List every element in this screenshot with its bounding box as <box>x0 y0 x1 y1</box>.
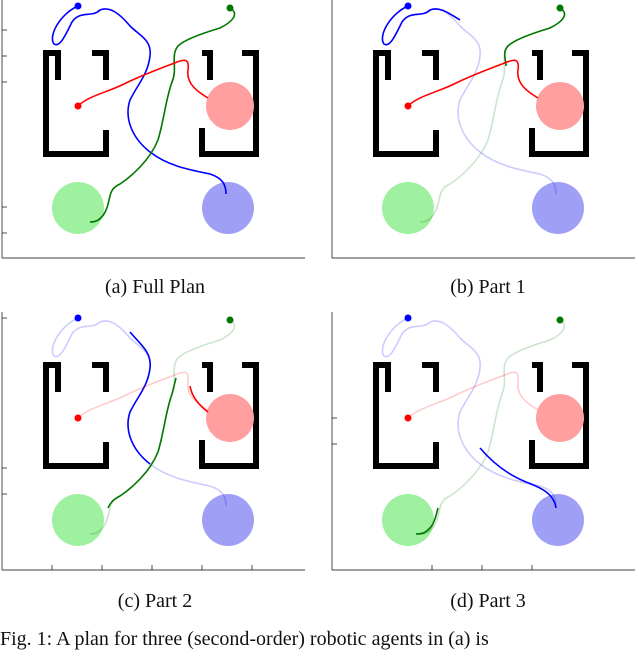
red-agent-path <box>407 59 539 107</box>
right-room-walls <box>199 362 259 469</box>
red-goal-region <box>206 394 254 442</box>
blue-agent-path-part <box>381 5 461 46</box>
full-plan-plot <box>1 0 305 259</box>
panel-part-2 <box>0 312 310 574</box>
left-room-walls <box>373 50 439 157</box>
red-agent-path-part <box>189 385 209 413</box>
red-agent-start <box>74 102 82 110</box>
left-room-walls <box>43 50 109 157</box>
green-goal-region <box>382 182 434 234</box>
blue-agent-start <box>74 2 82 10</box>
blue-agent-path-part <box>479 447 557 509</box>
left-room-walls <box>43 362 109 469</box>
red-agent-path <box>77 59 209 107</box>
blue-goal-region <box>532 182 584 234</box>
panel-part-3 <box>330 312 640 574</box>
green-goal-region <box>382 494 434 546</box>
right-room-walls <box>529 50 589 157</box>
blue-goal-region <box>532 494 584 546</box>
green-agent-start <box>226 4 234 12</box>
blue-goal-region <box>202 494 254 546</box>
panel-full-plan <box>0 0 310 262</box>
caption-c: (c) Part 2 <box>117 590 193 612</box>
caption-d: (d) Part 3 <box>450 590 526 612</box>
green-agent-path-part <box>107 377 177 509</box>
part-1-plot <box>331 0 635 259</box>
blue-agent-path-part <box>127 331 151 465</box>
axis-ticks <box>2 29 7 234</box>
blue-agent-path <box>51 5 227 195</box>
green-agent-path-part <box>503 7 566 67</box>
red-goal-region <box>206 82 254 130</box>
blue-goal-region <box>202 182 254 234</box>
red-goal-region <box>536 394 584 442</box>
red-goal-region <box>536 82 584 130</box>
caption-a: (a) Full Plan <box>105 276 205 298</box>
part-3-plot <box>331 312 635 571</box>
right-room-walls <box>199 50 259 157</box>
green-agent-path <box>89 7 236 223</box>
right-room-walls <box>529 362 589 469</box>
figure-caption: Fig. 1: A plan for three (second-order) … <box>0 628 489 650</box>
left-room-walls <box>373 362 439 469</box>
caption-b: (b) Part 1 <box>450 276 526 298</box>
green-agent-path-part <box>415 507 439 535</box>
part-2-plot <box>1 312 305 571</box>
green-goal-region <box>52 182 104 234</box>
green-goal-region <box>52 494 104 546</box>
panel-part-1 <box>330 0 640 262</box>
